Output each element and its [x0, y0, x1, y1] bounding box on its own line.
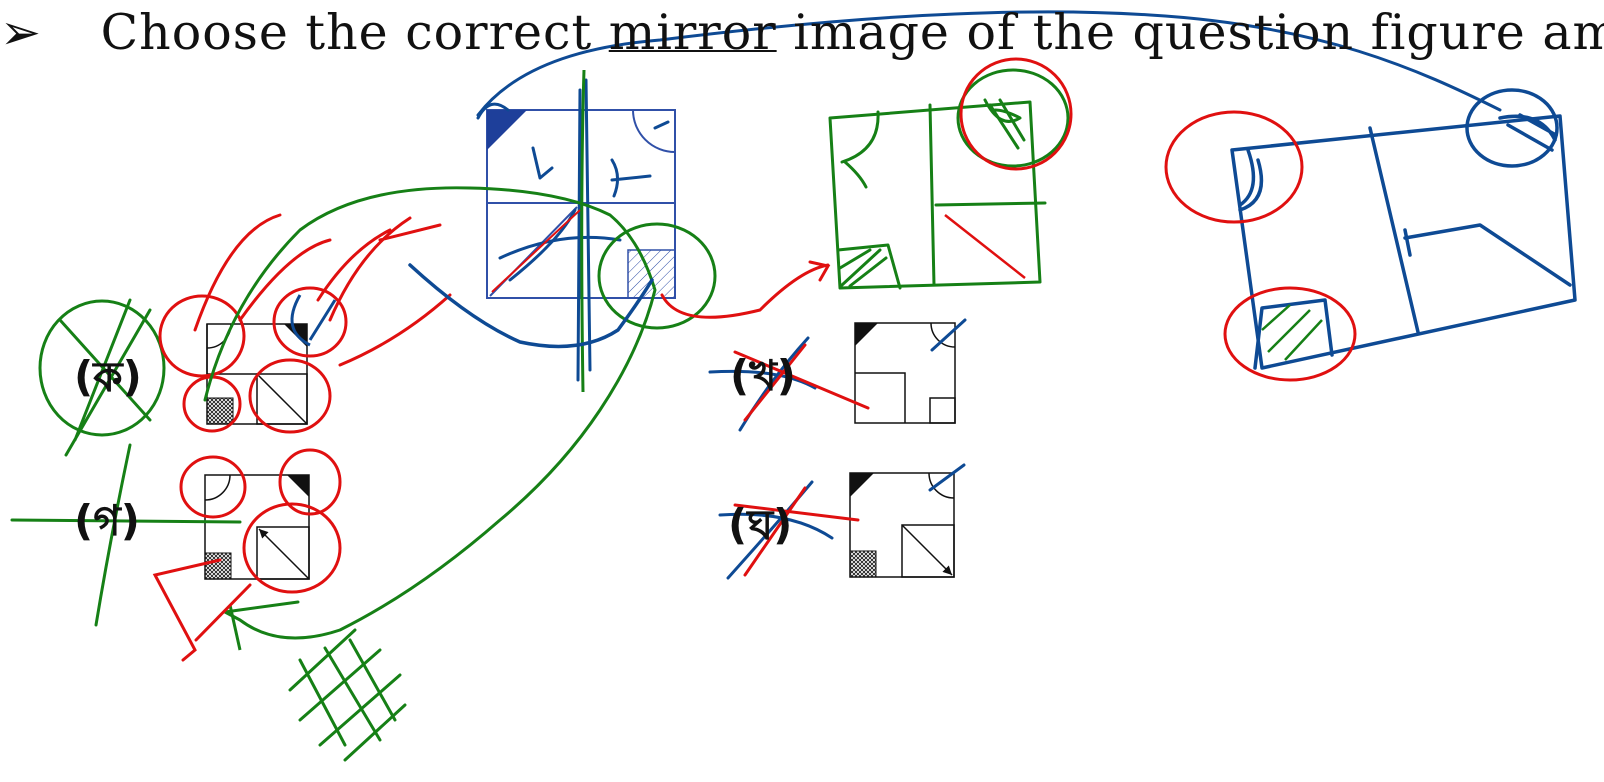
- option-ka-figure: [206, 323, 308, 425]
- option-ga-figure: [204, 474, 310, 580]
- blue-swoop-stroke: [408, 263, 654, 349]
- option-gha-label[interactable]: (ঘ): [728, 500, 793, 549]
- red-circle-blue-sketch-bottom: [1223, 286, 1357, 382]
- option-ka-cross-out: [38, 298, 166, 457]
- option-ga-label[interactable]: (গ): [74, 496, 140, 545]
- question-figure-annotations: [476, 78, 670, 382]
- red-arrow-to-green-sketch: [660, 260, 831, 319]
- green-crosshatch-scribble: [288, 628, 407, 762]
- red-circle-blue-sketch-top: [1164, 110, 1304, 224]
- option-kha-cross-out: [708, 318, 967, 432]
- red-diagonal-stroke: [491, 209, 581, 293]
- question-text-underlined: mirror: [608, 4, 777, 61]
- option-kha-figure: [854, 322, 956, 424]
- blue-mirror-sketch: [1230, 88, 1577, 370]
- option-gha-cross-out: [718, 463, 966, 580]
- green-loop-stroke: [203, 186, 657, 640]
- option-gha-figure: [849, 472, 955, 578]
- red-diagonal-green-sketch: [944, 214, 1026, 279]
- option-ka-blue-mark: [290, 294, 337, 347]
- option-ga-red-marks: [152, 448, 342, 662]
- option-ga-cross-out: [10, 443, 242, 627]
- question-text-before: Choose the correct: [100, 4, 609, 61]
- option-kha-label[interactable]: (খ): [730, 351, 796, 400]
- question-text: ➢ Choose the correct mirror image of the…: [0, 8, 1604, 57]
- green-hatch-blue-sketch: [1261, 304, 1323, 361]
- blue-arc-stroke: [476, 10, 1502, 117]
- option-ka-red-marks: [158, 213, 452, 434]
- question-text-after: image of the question figure amor: [776, 4, 1604, 61]
- green-circle-hatch: [597, 222, 717, 330]
- green-mirror-sketch: [828, 68, 1070, 290]
- bullet-icon: ➢: [0, 4, 43, 61]
- red-circle-green-sketch: [959, 57, 1073, 171]
- green-pointer-stroke: [228, 604, 242, 651]
- option-ka-label[interactable]: (ক): [74, 352, 142, 401]
